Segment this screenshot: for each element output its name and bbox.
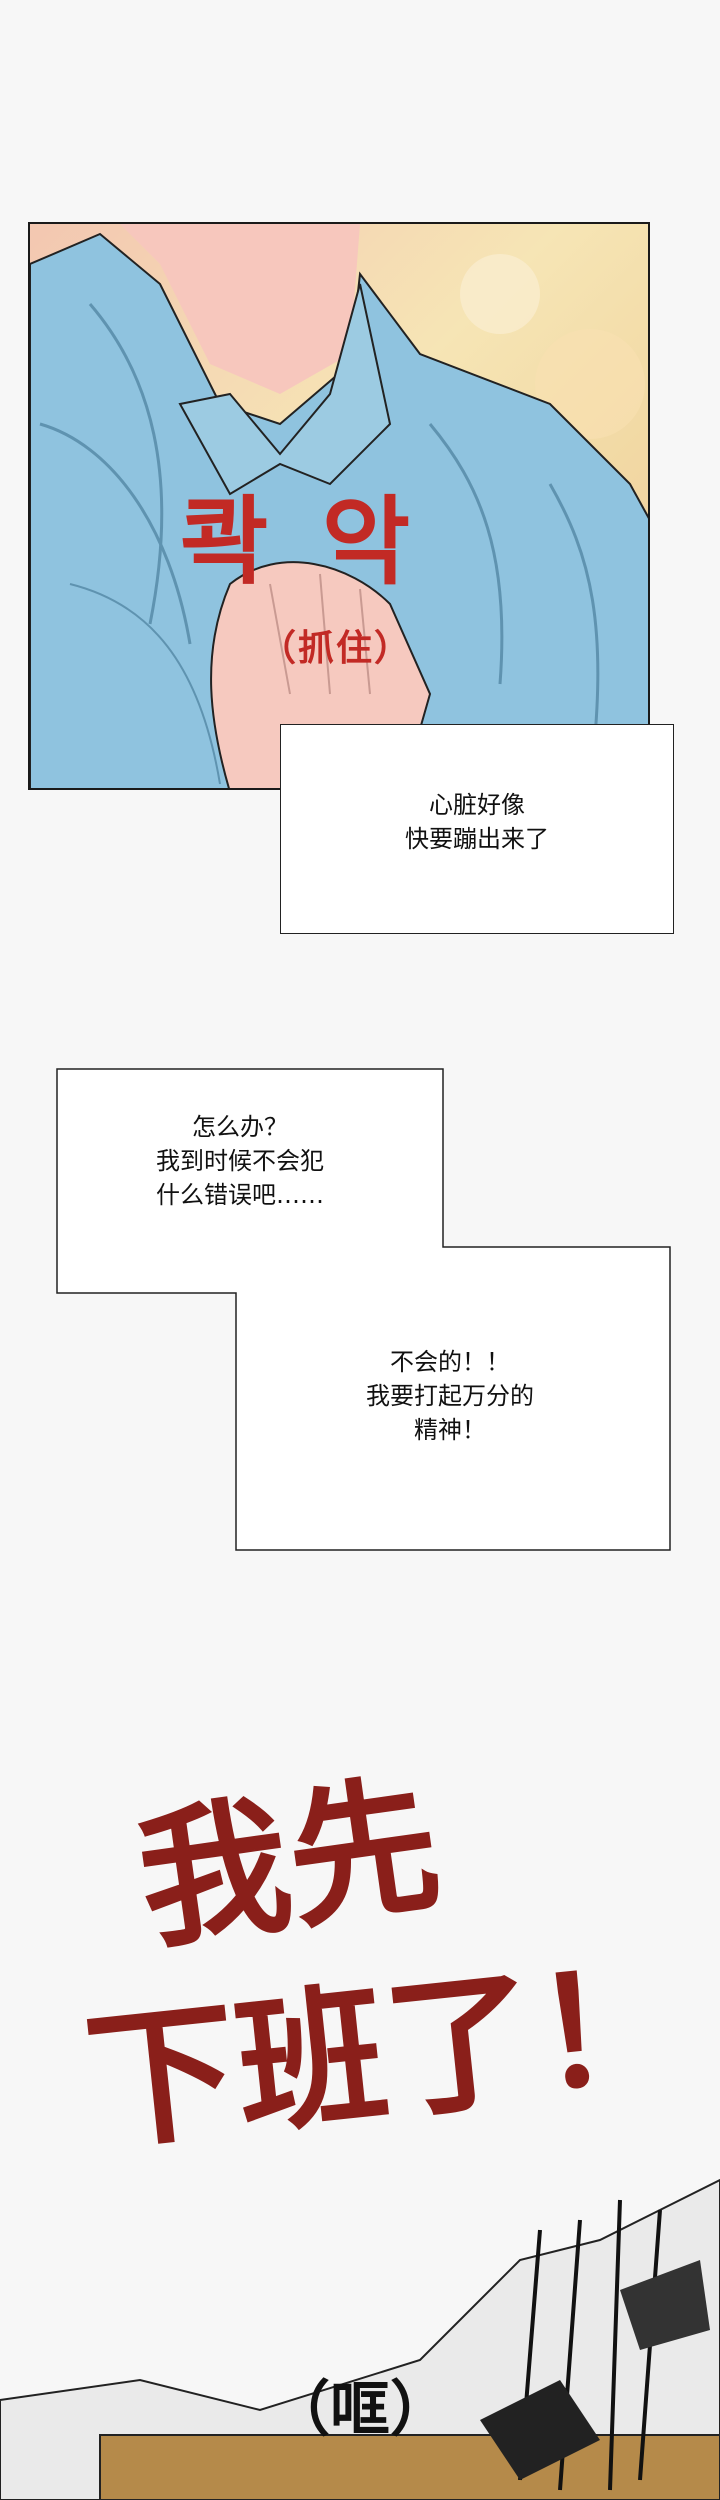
caption-text-resolve: 不会的！！ 我要打起万分的 精神！ (366, 1348, 534, 1444)
caption-text-worry: 怎么办？ 我到时候不会犯 什么错误吧…… (156, 1113, 324, 1209)
caption-text-heart: 心脏好像 快要蹦出来了 (405, 791, 549, 853)
caption-box-worry (56, 1068, 671, 1551)
shout-line1: 我先 (128, 1755, 450, 1972)
sfx-korean-text: 콱 악 (180, 486, 421, 598)
caption-box-heart (280, 724, 674, 934)
bottom-scene-artwork (0, 2178, 720, 2500)
sfx-grab-note: （抓住） (260, 628, 413, 669)
comic-panel: 콱 악 （抓住） (28, 222, 650, 790)
shout-bang-note: （哐） (270, 2375, 450, 2445)
